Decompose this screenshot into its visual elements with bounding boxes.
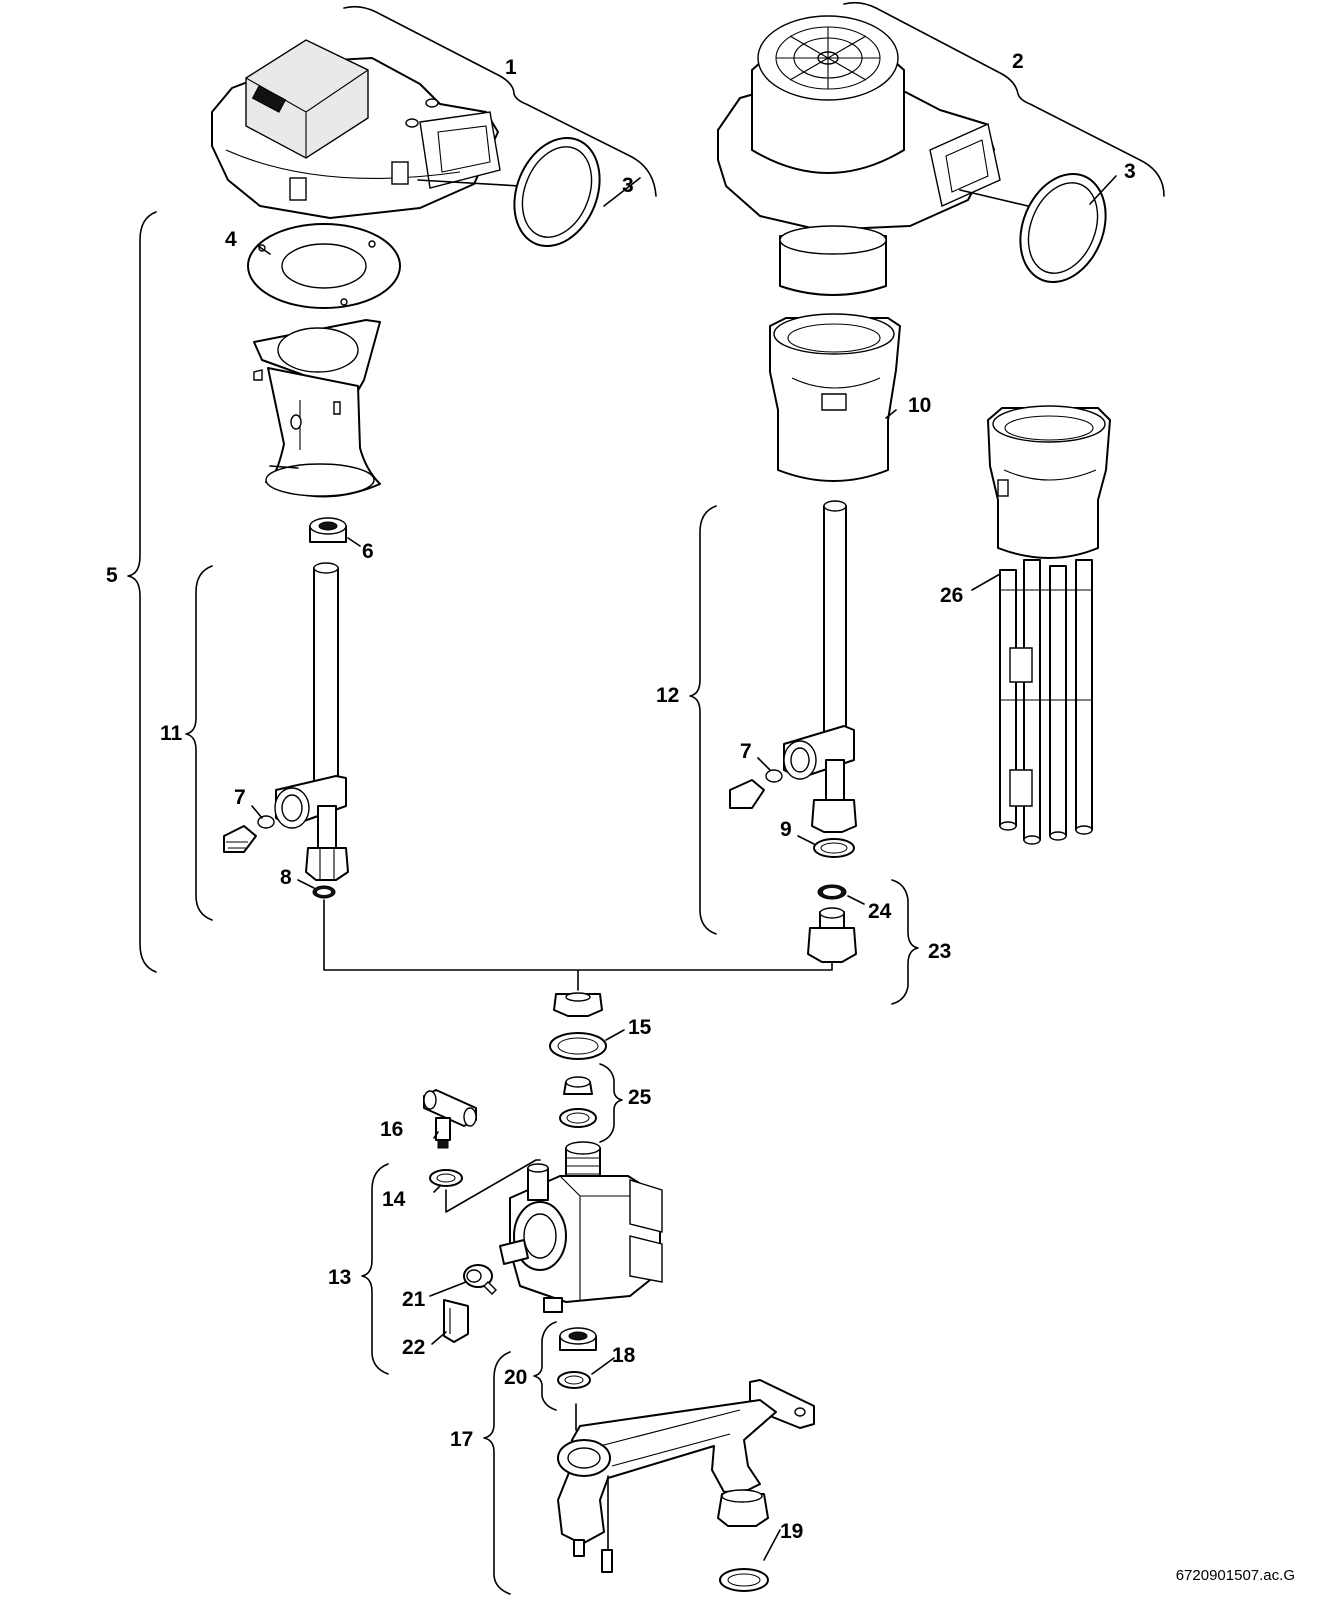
mixing-tube-left xyxy=(253,319,381,498)
sleeve-10 xyxy=(769,313,901,482)
braces xyxy=(127,1,1165,1595)
callout-4: 4 xyxy=(225,228,237,251)
connection-line xyxy=(323,899,833,991)
leader-lines xyxy=(251,175,1117,1561)
callout-5: 5 xyxy=(106,564,118,587)
callout-11: 11 xyxy=(160,722,183,745)
callout-21: 21 xyxy=(402,1288,426,1311)
callout-18: 18 xyxy=(612,1344,636,1367)
callout-labels: 1 2 3 3 4 5 6 7 7 8 9 10 11 12 13 14 15 … xyxy=(106,50,1136,1543)
callout-14: 14 xyxy=(382,1188,406,1211)
gasket-ring-3b-inner xyxy=(1027,182,1099,274)
gas-tube-left xyxy=(223,562,349,899)
gasket-ring-3a-inner xyxy=(521,146,593,238)
gas-tube-right xyxy=(729,500,857,858)
o-ring-7a xyxy=(257,815,275,829)
nozzle-7a xyxy=(223,825,257,853)
callout-7a: 7 xyxy=(234,786,246,809)
callout-17: 17 xyxy=(450,1428,473,1451)
callout-1: 1 xyxy=(505,56,517,79)
callout-19: 19 xyxy=(780,1520,803,1543)
gas-pipe-17 xyxy=(557,1379,815,1573)
document-number: 6720901507.ac.G xyxy=(1175,1567,1295,1584)
clip-22 xyxy=(443,1299,469,1343)
callout-16: 16 xyxy=(380,1118,403,1141)
callout-3a: 3 xyxy=(622,174,634,197)
callout-8: 8 xyxy=(280,866,292,889)
test-nipple-16 xyxy=(423,1089,477,1149)
callout-10: 10 xyxy=(908,394,931,417)
callout-20: 20 xyxy=(504,1366,527,1389)
sleeve-with-tubes-26 xyxy=(971,405,1111,845)
callout-23: 23 xyxy=(928,940,951,963)
callout-25: 25 xyxy=(628,1086,652,1109)
callout-3b: 3 xyxy=(1124,160,1136,183)
fan-assembly-2 xyxy=(717,15,1029,296)
seal-14-leader xyxy=(445,1159,541,1213)
grommet-6 xyxy=(309,517,361,547)
callout-13: 13 xyxy=(328,1266,351,1289)
callout-6: 6 xyxy=(362,540,374,563)
fan-assembly-1 xyxy=(211,39,521,219)
fitting-23 xyxy=(807,884,857,963)
o-ring-7b xyxy=(765,769,783,783)
nozzle-7b xyxy=(729,779,765,809)
callout-15: 15 xyxy=(628,1016,652,1039)
callout-12: 12 xyxy=(656,684,679,707)
nut-and-seals xyxy=(549,992,625,1128)
callout-9: 9 xyxy=(780,818,792,841)
callout-7b: 7 xyxy=(740,740,752,763)
callout-24: 24 xyxy=(868,900,892,923)
cap-21 xyxy=(463,1264,497,1295)
flat-gasket-4 xyxy=(247,223,401,309)
callout-22: 22 xyxy=(402,1336,425,1359)
callout-2: 2 xyxy=(1012,50,1024,73)
grommet-20 xyxy=(557,1327,597,1389)
callout-26: 26 xyxy=(940,584,963,607)
gas-valve-13 xyxy=(499,1141,663,1313)
